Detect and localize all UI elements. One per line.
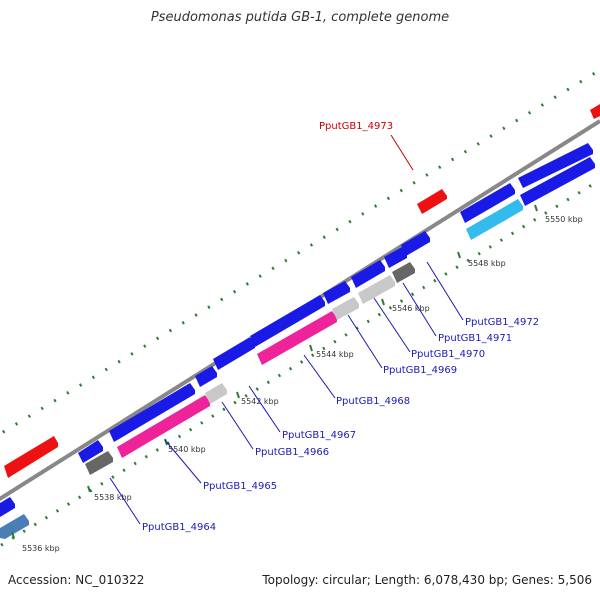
leader-line [109,477,141,525]
gene-feature[interactable] [213,337,255,370]
gene-feature[interactable] [0,514,29,539]
major-tick-mark [11,531,15,539]
genome-summary-text: Topology: circular; Length: 6,078,430 bp… [262,573,592,587]
gene-feature-forward[interactable] [4,436,58,478]
gene-feature[interactable] [518,143,593,188]
major-tick-mark [457,251,461,259]
major-tick-mark [534,204,538,212]
gene-feature[interactable] [351,260,385,288]
major-tick-mark [309,344,313,352]
gene-feature-forward[interactable] [590,104,600,119]
leader-line [373,297,411,353]
gene-feature[interactable] [323,281,350,304]
major-tick-mark [87,485,91,493]
tick-label: 5538 kbp [94,493,132,502]
tick-label: 5546 kbp [392,304,430,313]
gene-label[interactable]: PputGB1_4970 [411,349,485,360]
gene-label[interactable]: PputGB1_4964 [142,522,216,533]
gene-feature[interactable] [392,262,415,283]
leader-line [347,314,383,369]
inner-tick-track [0,178,600,548]
gene-feature[interactable] [117,395,210,458]
gene-label[interactable]: PputGB1_4967 [282,430,356,441]
gene-feature-forward[interactable] [417,189,447,214]
gene-label[interactable]: PputGB1_4965 [203,481,277,492]
gene-feature[interactable] [78,440,103,463]
gene-label[interactable]: PputGB1_4966 [255,447,329,458]
tick-label: 5550 kbp [545,215,583,224]
tick-label: 5548 kbp [468,259,506,268]
gene-features [0,104,600,539]
gene-feature[interactable] [384,247,407,268]
gene-feature[interactable] [332,297,359,320]
gene-feature[interactable] [257,311,337,365]
gene-feature[interactable] [466,199,523,240]
major-tick-mark [381,298,385,306]
leader-line [164,439,202,484]
gene-label[interactable]: PputGB1_4969 [383,365,457,376]
leader-line [248,385,281,433]
gene-label[interactable]: PputGB1_4972 [465,317,539,328]
gene-feature[interactable] [358,275,395,304]
gene-feature[interactable] [460,183,515,223]
major-tick-mark [236,391,240,399]
gene-feature[interactable] [195,366,217,387]
gene-feature[interactable] [205,383,227,404]
gene-feature[interactable] [0,497,15,517]
gene-feature[interactable] [85,451,113,475]
tick-label: 5540 kbp [168,445,206,454]
map-title: Pseudomonas putida GB-1, complete genome [150,10,450,25]
gene-feature[interactable] [250,295,325,347]
tick-label: 5536 kbp [22,544,60,553]
accession-text: Accession: NC_010322 [8,573,145,587]
leader-line [426,261,464,321]
outer-tick-track [0,68,600,436]
leader-line [221,401,254,450]
gene-label[interactable]: PputGB1_4973 [319,121,393,132]
gene-label[interactable]: PputGB1_4968 [336,396,410,407]
leader-line [390,134,414,171]
gene-label[interactable]: PputGB1_4971 [438,333,512,344]
gene-feature[interactable] [520,157,595,206]
leader-line [303,354,336,399]
gene-feature[interactable] [401,231,430,256]
tick-label: 5544 kbp [316,350,354,359]
gene-feature[interactable] [109,383,195,442]
leader-line [402,282,437,337]
